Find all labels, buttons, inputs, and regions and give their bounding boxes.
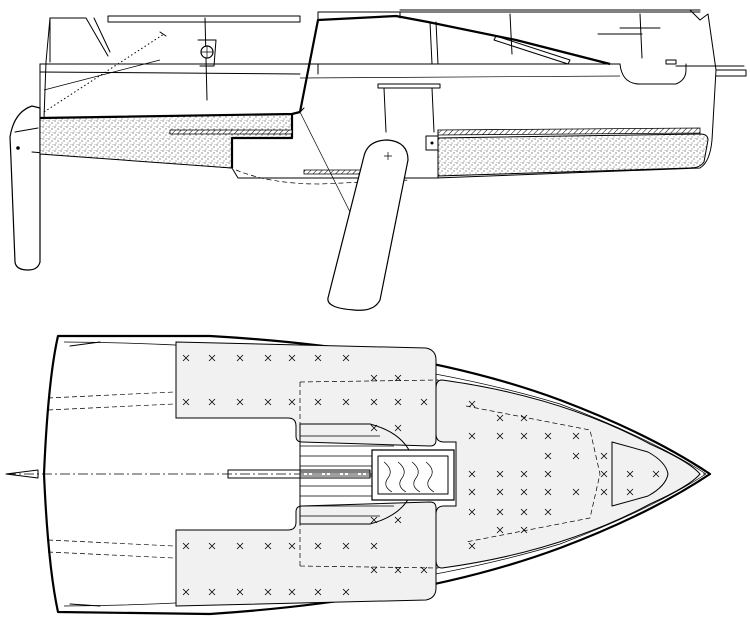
aft-seat-pad-port — [175, 341, 439, 447]
fastener-cross — [370, 516, 378, 524]
fastener-cross — [314, 542, 322, 550]
forward-deck-pad — [435, 379, 701, 569]
fastener-cross — [370, 398, 378, 406]
fastener-cross — [236, 354, 244, 362]
fastener-cross — [394, 374, 402, 382]
fastener-cross — [626, 470, 634, 478]
fastener-cross — [420, 398, 428, 406]
fastener-cross — [182, 354, 190, 362]
coachroof — [298, 11, 621, 113]
fastener-cross — [342, 588, 350, 596]
fastener-cross — [496, 432, 504, 440]
fastener-cross — [468, 400, 476, 408]
fastener-cross — [394, 424, 402, 432]
fastener-cross — [572, 432, 580, 440]
aft-foam-tank — [39, 110, 301, 169]
fastener-cross — [572, 488, 580, 496]
fastener-cross — [544, 470, 552, 478]
boom-vang — [107, 15, 301, 101]
aft-seat-pad-starboard — [175, 501, 439, 607]
fastener-cross — [314, 398, 322, 406]
fastener-cross — [370, 374, 378, 382]
fastener-cross — [600, 470, 608, 478]
fastener-cross — [626, 488, 634, 496]
fastener-cross — [370, 566, 378, 574]
fastener-cross — [314, 354, 322, 362]
fastener-cross — [342, 398, 350, 406]
fastener-cross — [342, 354, 350, 362]
fastener-cross — [288, 542, 296, 550]
fastener-cross — [520, 432, 528, 440]
fastener-cross — [496, 526, 504, 534]
fastener-cross — [496, 414, 504, 422]
fastener-cross — [468, 488, 476, 496]
fastener-cross — [496, 508, 504, 516]
fastener-cross — [236, 542, 244, 550]
fastener-cross — [496, 488, 504, 496]
side-profile-view — [9, 9, 747, 311]
fastener-cross — [600, 452, 608, 460]
fastener-cross — [496, 470, 504, 478]
fastener-cross — [600, 488, 608, 496]
deck-plan-view — [5, 334, 712, 616]
pad-fasteners — [182, 354, 660, 596]
rudder — [9, 105, 41, 271]
fastener-cross — [288, 588, 296, 596]
centreboard — [327, 139, 409, 311]
fastener-cross — [468, 470, 476, 478]
fastener-cross — [182, 398, 190, 406]
fastener-cross — [468, 432, 476, 440]
fastener-cross — [370, 542, 378, 550]
fastener-cross — [394, 398, 402, 406]
fastener-cross — [468, 542, 476, 550]
fastener-cross — [544, 508, 552, 516]
fastener-cross — [182, 542, 190, 550]
fastener-cross — [394, 516, 402, 524]
fastener-cross — [520, 526, 528, 534]
fastener-cross — [288, 354, 296, 362]
fastener-cross — [342, 542, 350, 550]
fastener-cross — [468, 508, 476, 516]
fastener-cross — [520, 488, 528, 496]
fastener-cross — [182, 588, 190, 596]
fastener-cross — [208, 354, 216, 362]
fastener-cross — [520, 414, 528, 422]
fastener-cross — [520, 470, 528, 478]
forward-foam-tank — [437, 127, 709, 179]
fastener-cross — [236, 588, 244, 596]
fastener-cross — [264, 542, 272, 550]
fastener-cross — [264, 588, 272, 596]
fastener-cross — [652, 470, 660, 478]
centreboard-case — [235, 83, 441, 222]
fastener-cross — [520, 508, 528, 516]
fastener-cross — [544, 432, 552, 440]
fastener-cross — [420, 566, 428, 574]
fastener-cross — [264, 354, 272, 362]
stern-rail — [43, 17, 167, 119]
fastener-cross — [208, 398, 216, 406]
fastener-cross — [370, 424, 378, 432]
fastener-cross — [544, 488, 552, 496]
fastener-cross — [208, 588, 216, 596]
fastener-cross — [394, 566, 402, 574]
fastener-cross — [264, 398, 272, 406]
fastener-cross — [288, 398, 296, 406]
fastener-cross — [236, 398, 244, 406]
fastener-cross — [314, 588, 322, 596]
centreboard-case-plan — [371, 449, 455, 501]
hull-outline-plan — [42, 334, 712, 616]
fastener-cross — [572, 452, 580, 460]
fastener-cross — [544, 452, 552, 460]
fastener-cross — [208, 542, 216, 550]
